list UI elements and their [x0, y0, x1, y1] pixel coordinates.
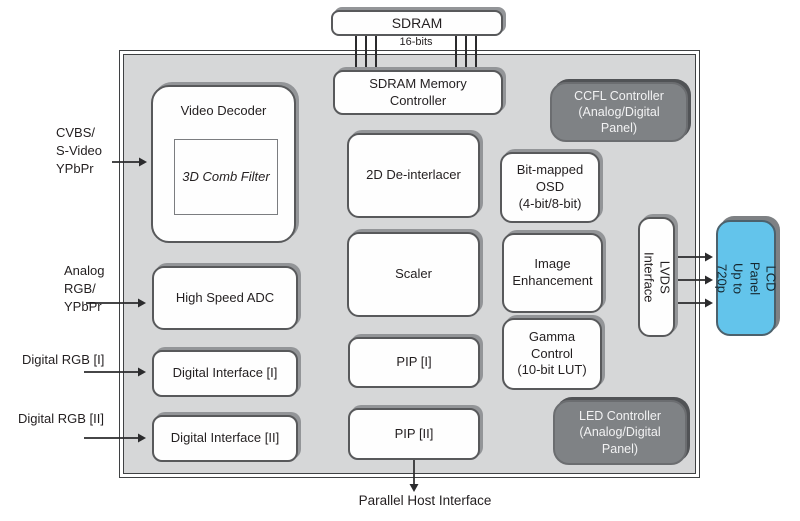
block-sdram: SDRAM	[331, 10, 503, 36]
block-scaler: Scaler	[347, 232, 480, 317]
block-ccfl-controller: CCFL Controller (Analog/Digital Panel)	[550, 82, 688, 142]
block-scaler-label: Scaler	[395, 266, 432, 282]
block-ccfl-controller-label: CCFL Controller (Analog/Digital Panel)	[574, 88, 664, 136]
block-lvds-interface-label: LVDS Interface	[641, 251, 673, 303]
block-3d-comb-filter: 3D Comb Filter	[174, 139, 278, 215]
block-image-enhancement: Image Enhancement	[502, 233, 603, 313]
block-sdram-label: SDRAM	[391, 14, 443, 31]
block-pip-1: PIP [I]	[348, 337, 480, 388]
block-lcd-panel: LCD Panel Up to 720p	[714, 220, 779, 336]
bus-width-label: 16-bits	[399, 36, 433, 48]
block-image-enhancement-label: Image Enhancement	[512, 256, 593, 288]
host-interface-label: Parallel Host Interface	[358, 493, 492, 508]
block-digital-interface-1: Digital Interface [I]	[152, 350, 298, 397]
block-sdram-memory-controller: SDRAM Memory Controller	[333, 70, 503, 115]
block-2d-deinterlacer-label: 2D De-interlacer	[366, 167, 461, 183]
input-label-digital-rgb-1: Digital RGB [I]	[22, 352, 105, 367]
block-3d-comb-filter-label: 3D Comb Filter	[182, 168, 270, 184]
block-pip-2-label: PIP [II]	[394, 425, 434, 441]
block-high-speed-adc: High Speed ADC	[152, 266, 298, 330]
block-lvds-interface: LVDS Interface	[638, 217, 675, 337]
block-pip-2: PIP [II]	[348, 408, 480, 460]
input-label-digital-rgb-2: Digital RGB [II]	[18, 411, 104, 426]
block-bitmapped-osd: Bit-mapped OSD (4-bit/8-bit)	[500, 152, 600, 223]
block-video-decoder-label: Video Decoder	[180, 103, 267, 118]
block-lcd-panel-label: LCD Panel Up to 720p	[714, 261, 779, 295]
block-digital-interface-2-label: Digital Interface [II]	[170, 430, 280, 446]
input-label-analog-rgb: Analog RGB/ YPbPr	[64, 263, 105, 314]
block-led-controller-label: LED Controller (Analog/Digital Panel)	[579, 409, 661, 456]
block-gamma-control: Gamma Control (10-bit LUT)	[502, 318, 602, 390]
block-sdram-memory-controller-label: SDRAM Memory Controller	[369, 75, 467, 108]
block-digital-interface-2: Digital Interface [II]	[152, 415, 298, 462]
block-bitmapped-osd-label: Bit-mapped OSD (4-bit/8-bit)	[516, 162, 584, 211]
block-video-decoder: Video Decoder 3D Comb Filter	[151, 85, 296, 243]
block-2d-deinterlacer: 2D De-interlacer	[347, 133, 480, 218]
block-digital-interface-1-label: Digital Interface [I]	[172, 365, 278, 381]
block-high-speed-adc-label: High Speed ADC	[175, 289, 275, 305]
block-pip-1-label: PIP [I]	[396, 354, 432, 370]
block-gamma-control-label: Gamma Control (10-bit LUT)	[517, 328, 587, 378]
block-led-controller: LED Controller (Analog/Digital Panel)	[553, 400, 687, 465]
input-label-cvbs: CVBS/ S-Video YPbPr	[56, 125, 103, 176]
